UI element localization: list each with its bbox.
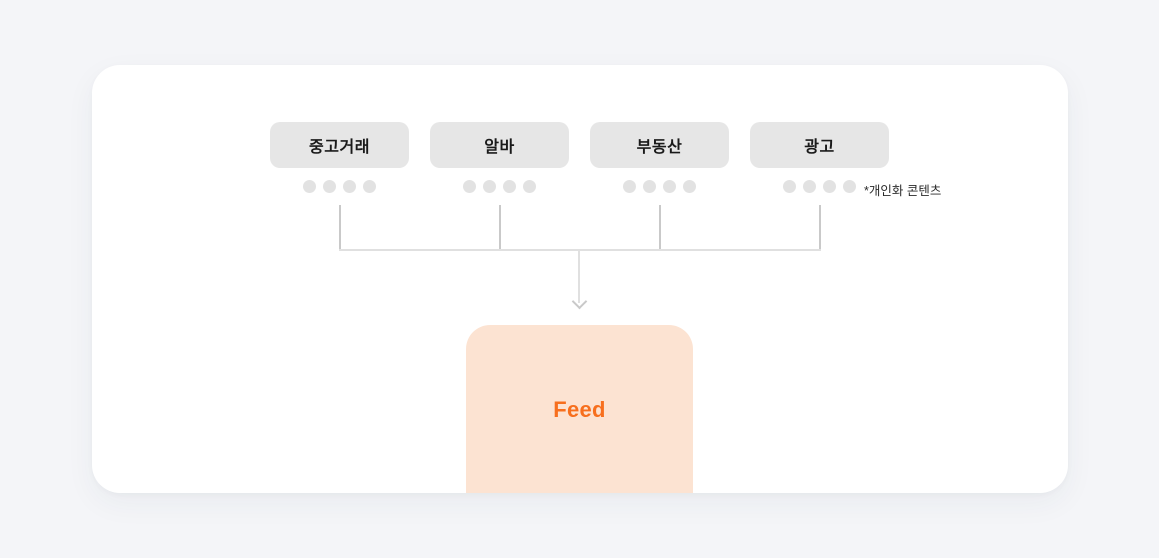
diagram-card: 중고거래 알바 부동산 광고 *개인화 콘텐츠 Feed bbox=[92, 65, 1068, 493]
content-dots bbox=[783, 180, 856, 193]
content-dot bbox=[343, 180, 356, 193]
source-node-label: 부동산 bbox=[636, 139, 683, 156]
content-dot bbox=[623, 180, 636, 193]
source-node-label: 광고 bbox=[804, 139, 835, 156]
content-dot bbox=[643, 180, 656, 193]
content-dot bbox=[303, 180, 316, 193]
content-dot bbox=[363, 180, 376, 193]
source-column: 부동산 bbox=[590, 122, 729, 251]
source-columns: 중고거래 알바 부동산 광고 bbox=[270, 122, 889, 251]
content-dot bbox=[783, 180, 796, 193]
arrow-down-icon bbox=[571, 293, 587, 310]
content-dots bbox=[623, 180, 696, 193]
content-dot bbox=[663, 180, 676, 193]
source-node: 부동산 bbox=[590, 122, 729, 168]
source-column: 중고거래 bbox=[270, 122, 409, 251]
content-dot bbox=[323, 180, 336, 193]
connector-stub-line bbox=[818, 205, 821, 251]
personalized-content-note: *개인화 콘텐츠 bbox=[864, 184, 942, 198]
source-node-label: 알바 bbox=[484, 139, 515, 156]
source-column: 광고 bbox=[750, 122, 889, 251]
content-dot bbox=[803, 180, 816, 193]
source-node-label: 중고거래 bbox=[309, 139, 370, 156]
source-node: 중고거래 bbox=[270, 122, 409, 168]
source-node: 광고 bbox=[750, 122, 889, 168]
content-dot bbox=[523, 180, 536, 193]
content-dot bbox=[683, 180, 696, 193]
connector-stub-line bbox=[338, 205, 341, 251]
feed-node: Feed bbox=[466, 325, 693, 493]
connector-horizontal-line bbox=[339, 249, 821, 251]
connector-stub-line bbox=[658, 205, 661, 251]
content-dot bbox=[463, 180, 476, 193]
content-dots bbox=[303, 180, 376, 193]
source-node: 알바 bbox=[430, 122, 569, 168]
feed-node-label: Feed bbox=[553, 397, 606, 422]
content-dots bbox=[463, 180, 536, 193]
content-dot bbox=[843, 180, 856, 193]
content-dot bbox=[823, 180, 836, 193]
content-dot bbox=[503, 180, 516, 193]
connector-stub-line bbox=[498, 205, 501, 251]
connector-arrow-line bbox=[578, 251, 580, 303]
source-column: 알바 bbox=[430, 122, 569, 251]
content-dot bbox=[483, 180, 496, 193]
